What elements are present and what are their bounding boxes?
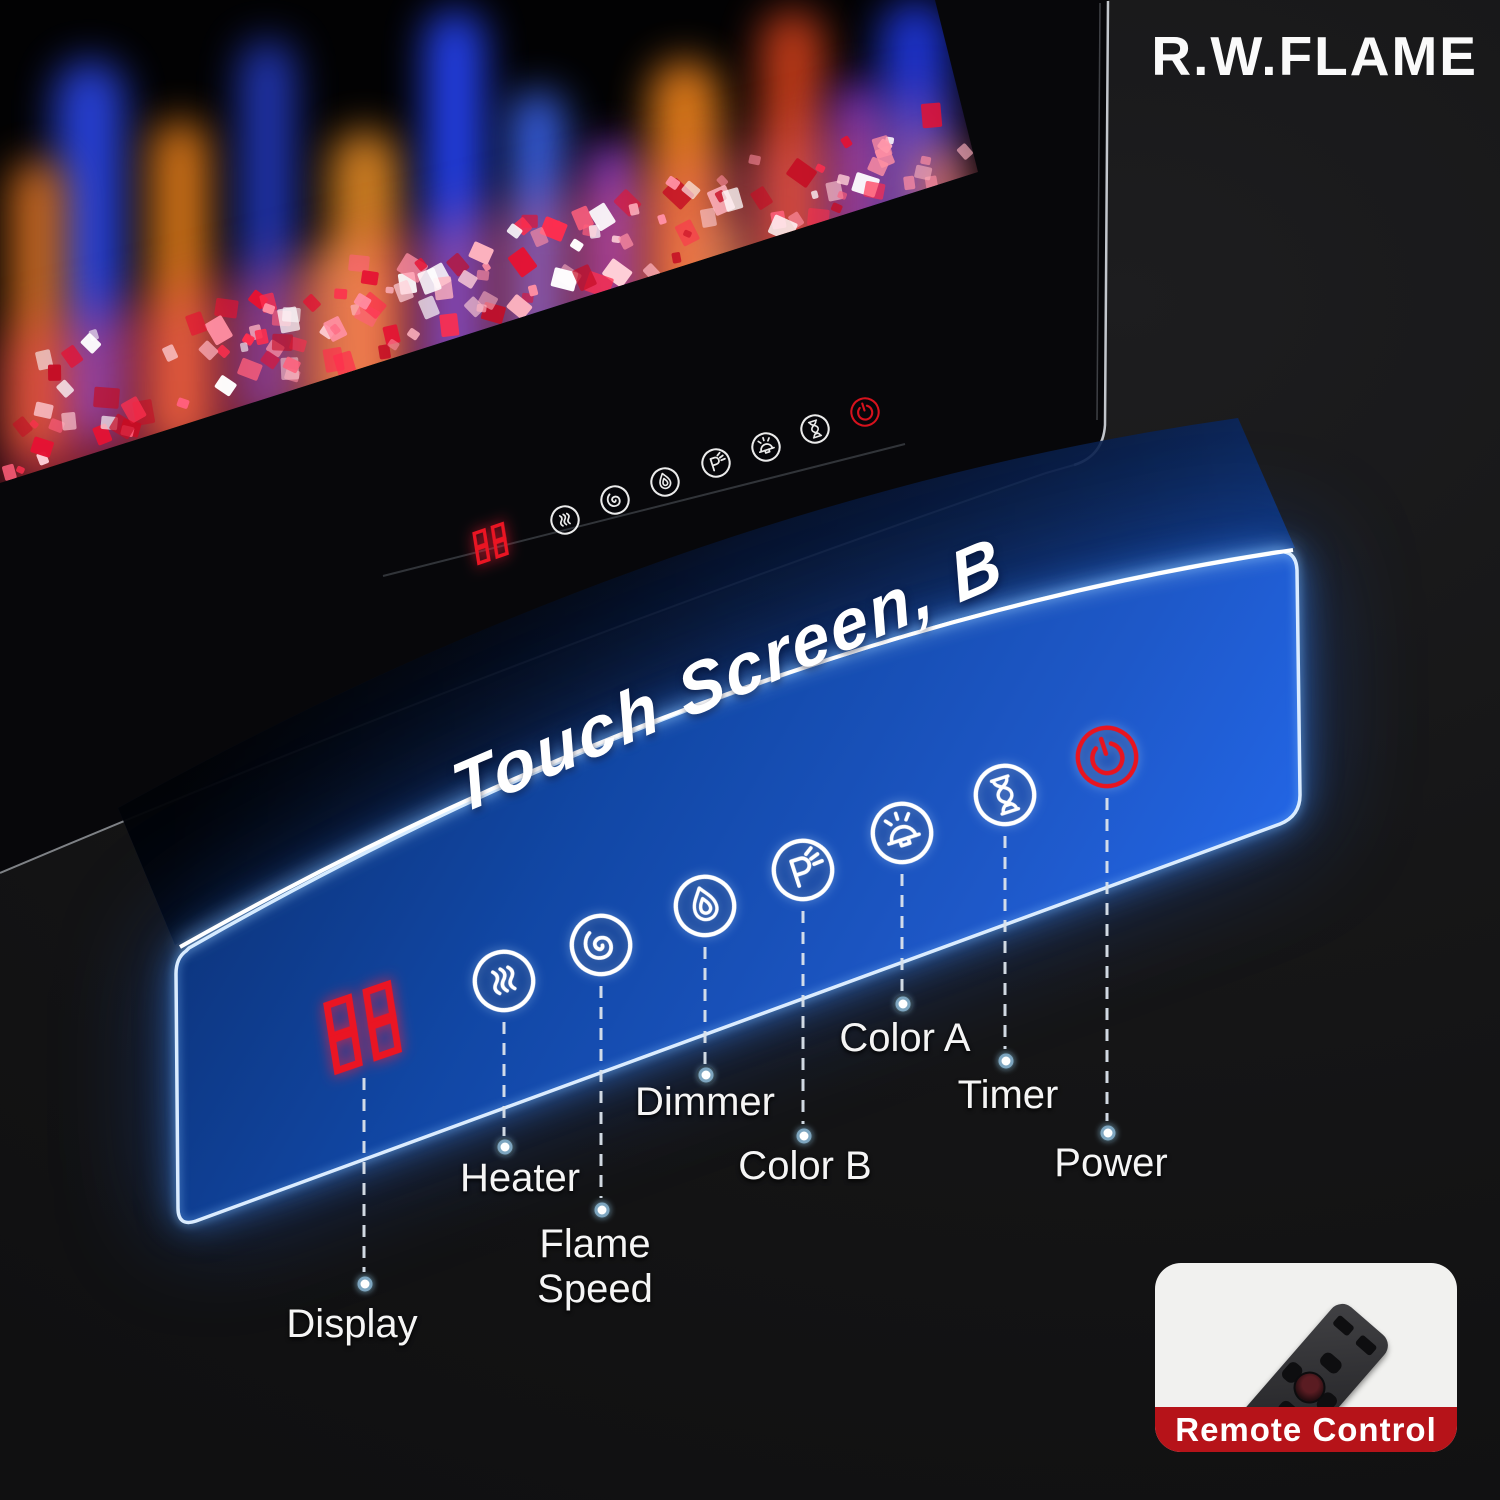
callout-dot-flame_speed bbox=[594, 1202, 610, 1218]
crystal-bed bbox=[2, 102, 973, 481]
callout-dot-power bbox=[1100, 1125, 1116, 1141]
label-dimmer: Dimmer bbox=[635, 1080, 775, 1124]
remote-button-down[interactable] bbox=[1354, 1334, 1378, 1357]
touch-button-flame_speed[interactable] bbox=[559, 903, 642, 986]
remote-control-card: Remote Control bbox=[1155, 1263, 1457, 1452]
label-color_a: Color A bbox=[839, 1016, 971, 1060]
remote-button-up[interactable] bbox=[1331, 1314, 1355, 1337]
callout-dot-heater bbox=[497, 1139, 513, 1155]
touch-button-timer[interactable] bbox=[963, 753, 1046, 836]
callout-line-color_b bbox=[801, 911, 805, 1124]
callout-dot-color_b bbox=[796, 1128, 812, 1144]
seven-segment-display bbox=[323, 979, 403, 1080]
fireplace-button-power[interactable] bbox=[845, 392, 884, 431]
callout-line-heater bbox=[502, 1022, 506, 1136]
callout-dot-timer bbox=[998, 1053, 1014, 1069]
touch-button-color_b[interactable] bbox=[761, 828, 844, 911]
label-timer: Timer bbox=[957, 1073, 1059, 1117]
brand-logo: R.W.FLAME bbox=[1151, 25, 1478, 87]
label-power: Power bbox=[1054, 1141, 1168, 1185]
fireplace-display bbox=[472, 521, 510, 571]
fireplace-button-flame_speed[interactable] bbox=[595, 480, 634, 519]
fireplace-button-timer[interactable] bbox=[795, 409, 834, 448]
label-heater: Heater bbox=[459, 1156, 581, 1200]
touch-button-power[interactable] bbox=[1065, 715, 1148, 798]
callout-line-display bbox=[362, 1078, 366, 1272]
callout-dot-color_a bbox=[895, 996, 911, 1012]
callout-line-dimmer bbox=[703, 947, 707, 1064]
callout-line-flame_speed bbox=[599, 986, 603, 1198]
label-color_b: Color B bbox=[738, 1144, 872, 1188]
remote-caption: Remote Control bbox=[1155, 1407, 1457, 1452]
callout-line-power bbox=[1105, 798, 1109, 1121]
fireplace-button-color_b[interactable] bbox=[696, 443, 735, 482]
fireplace-button-heater[interactable] bbox=[545, 500, 584, 539]
touch-button-heater[interactable] bbox=[462, 939, 545, 1022]
callout-line-color_a bbox=[900, 874, 904, 993]
label-display: Display bbox=[286, 1302, 418, 1346]
touch-button-color_a[interactable] bbox=[860, 791, 943, 874]
fireplace-button-color_a[interactable] bbox=[746, 427, 785, 466]
callout-line-timer bbox=[1003, 836, 1007, 1049]
fireplace-button-dimmer[interactable] bbox=[645, 462, 684, 501]
callout-dot-display bbox=[357, 1276, 373, 1292]
touch-button-dimmer[interactable] bbox=[663, 864, 746, 947]
callout-dot-dimmer bbox=[698, 1067, 714, 1083]
remote-button-north[interactable] bbox=[1317, 1350, 1345, 1376]
